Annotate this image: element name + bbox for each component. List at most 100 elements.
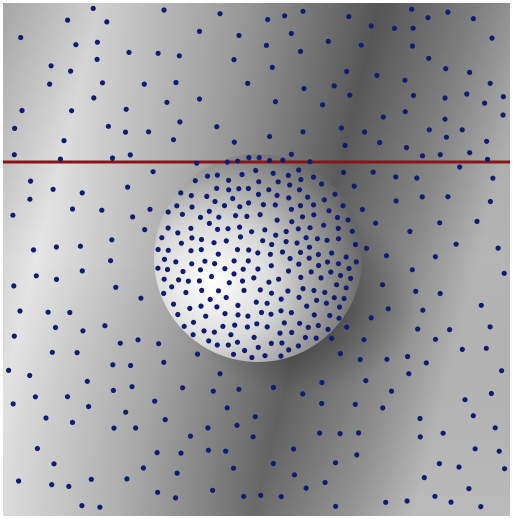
- feature-dot: [303, 485, 309, 491]
- feature-dot: [404, 498, 410, 504]
- feature-dot: [173, 79, 179, 86]
- feature-dot: [417, 434, 423, 440]
- feature-dot: [495, 245, 501, 251]
- feature-dot: [319, 379, 325, 386]
- feature-dot: [206, 208, 212, 214]
- feature-dot: [432, 336, 439, 342]
- feature-dot: [209, 273, 215, 280]
- feature-dot: [420, 307, 426, 313]
- feature-dot: [185, 278, 191, 284]
- feature-dot: [445, 9, 451, 15]
- feature-dot: [334, 282, 340, 288]
- feature-dot: [289, 219, 295, 225]
- feature-dot: [311, 212, 317, 218]
- feature-dot: [445, 194, 451, 200]
- feature-dot: [302, 334, 308, 341]
- feature-dot: [211, 329, 217, 335]
- feature-dot: [230, 465, 237, 471]
- feature-dot: [327, 312, 333, 319]
- feature-dot: [373, 220, 379, 226]
- feature-dot: [340, 203, 346, 209]
- feature-dot: [202, 258, 208, 264]
- feature-dot: [6, 367, 12, 373]
- feature-dot: [109, 155, 116, 161]
- feature-dot: [175, 230, 181, 236]
- feature-dot: [502, 466, 508, 472]
- feature-dot: [490, 175, 496, 181]
- feature-dot: [234, 339, 241, 345]
- feature-dot: [276, 276, 282, 282]
- feature-dot: [199, 287, 205, 293]
- feature-dot: [443, 134, 449, 140]
- feature-dot: [282, 13, 288, 19]
- feature-dot: [231, 139, 237, 145]
- feature-dot: [288, 206, 294, 212]
- feature-dot: [79, 503, 85, 509]
- feature-dot: [161, 256, 168, 262]
- feature-dot: [484, 138, 490, 144]
- feature-dot: [448, 499, 454, 505]
- feature-dot: [231, 57, 237, 63]
- feature-dot: [194, 160, 200, 166]
- feature-dot: [180, 385, 186, 391]
- feature-dot: [419, 153, 426, 159]
- feature-dot: [343, 254, 349, 260]
- feature-dot: [245, 80, 251, 86]
- feature-dot: [305, 194, 311, 200]
- feature-dot: [80, 328, 86, 334]
- feature-dot: [205, 447, 211, 453]
- feature-dot: [405, 353, 411, 360]
- feature-dot: [341, 295, 347, 302]
- feature-dot: [357, 357, 363, 363]
- feature-dot: [174, 470, 180, 476]
- feature-dot: [323, 300, 329, 306]
- feature-dot: [296, 261, 302, 267]
- feature-dot: [253, 167, 259, 174]
- feature-dot: [210, 388, 216, 394]
- feature-dot: [189, 235, 195, 241]
- feature-dot: [278, 296, 284, 302]
- feature-dot: [64, 394, 71, 400]
- feature-dot: [370, 169, 376, 175]
- feature-dot: [117, 340, 123, 346]
- feature-dot: [214, 342, 220, 348]
- feature-dot: [246, 155, 252, 161]
- feature-dot: [306, 255, 312, 261]
- feature-dot: [332, 460, 339, 466]
- feature-dot: [288, 310, 294, 316]
- feature-dot: [230, 351, 237, 357]
- feature-dot: [268, 290, 275, 296]
- feature-dot: [459, 346, 465, 352]
- feature-dot: [260, 238, 266, 244]
- feature-dot: [11, 152, 17, 158]
- feature-dot: [285, 288, 291, 294]
- feature-dot: [140, 465, 146, 471]
- feature-dot: [188, 225, 194, 231]
- feature-dot: [443, 66, 449, 72]
- feature-dot: [342, 142, 348, 148]
- feature-dot: [383, 499, 389, 505]
- feature-dot: [138, 295, 144, 301]
- feature-dot: [49, 482, 55, 488]
- feature-dot: [267, 133, 273, 140]
- sphere: [154, 154, 362, 362]
- feature-dots-layer: [6, 5, 508, 510]
- feature-dot: [109, 237, 115, 243]
- feature-dot: [128, 362, 134, 369]
- feature-dot: [287, 182, 293, 188]
- feature-dot: [314, 297, 320, 303]
- feature-dot: [338, 125, 345, 131]
- feature-dot: [457, 164, 463, 170]
- feature-dot: [351, 183, 357, 189]
- feature-dot: [345, 217, 351, 223]
- feature-dot: [368, 315, 374, 321]
- feature-dot: [385, 306, 391, 312]
- feature-dot: [306, 244, 313, 250]
- feature-dot: [487, 80, 493, 86]
- feature-dot: [196, 96, 203, 102]
- feature-dot: [236, 32, 242, 39]
- feature-dot: [363, 378, 369, 384]
- feature-dot: [270, 384, 277, 391]
- feature-dot: [164, 99, 170, 105]
